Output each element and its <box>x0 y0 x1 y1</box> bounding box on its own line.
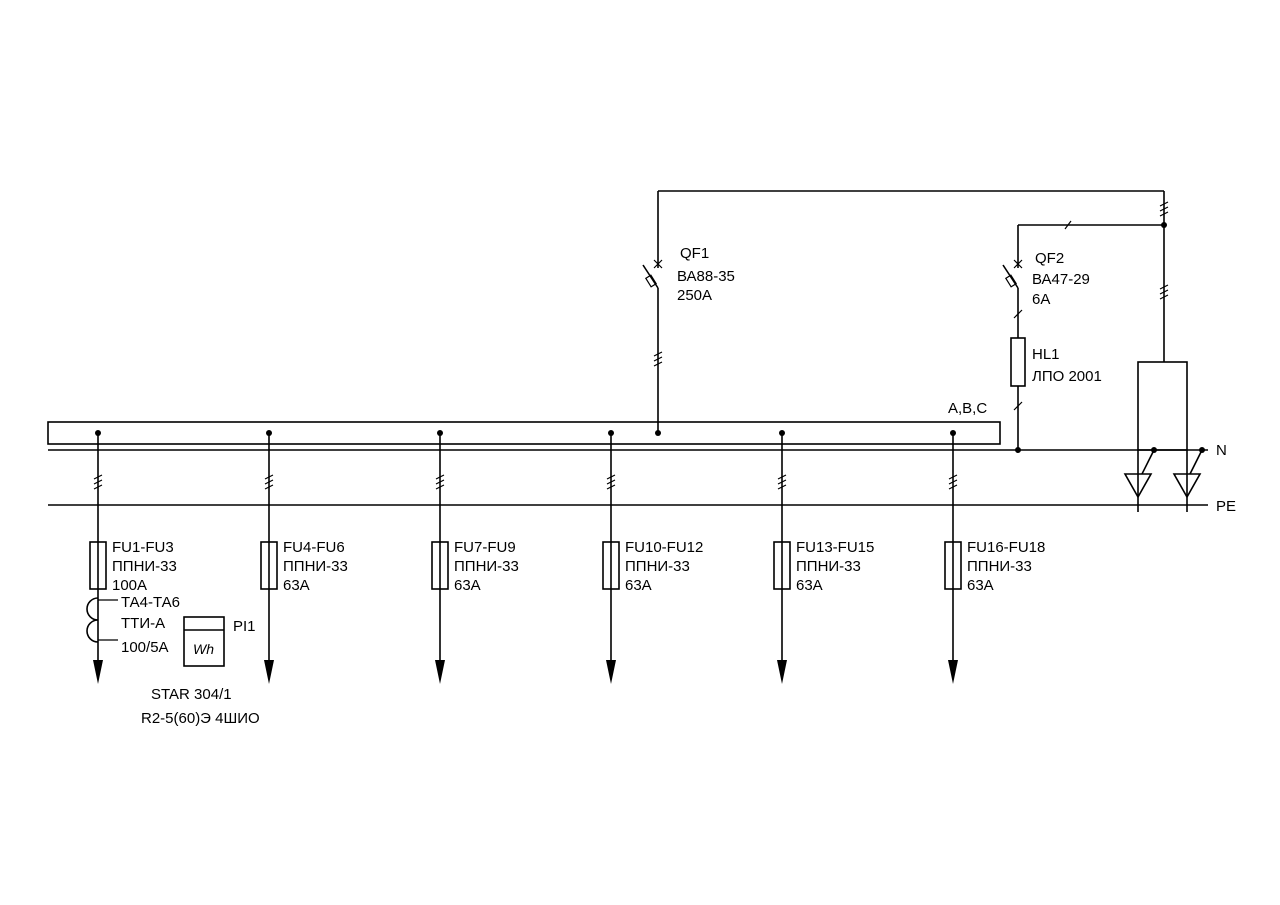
feeder-rating: 63А <box>454 577 481 594</box>
pe-label: PE <box>1216 498 1236 515</box>
feeder-rating: 63А <box>796 577 823 594</box>
three-phase-ticks <box>264 474 274 490</box>
fuse-symbol <box>260 541 278 590</box>
fuse-symbol <box>944 541 962 590</box>
feeder-fuses: FU16-FU18 <box>967 539 1045 556</box>
three-phase-ticks <box>777 474 787 490</box>
qf1-model: ВА88-35 <box>677 268 735 285</box>
feeder-rating: 100А <box>112 577 147 594</box>
meter-symbol: Wh <box>193 641 214 657</box>
feeder-fuses: FU1-FU3 <box>112 539 174 556</box>
feeder-rating: 63А <box>625 577 652 594</box>
feeder-fuses: FU7-FU9 <box>454 539 516 556</box>
surge-arresters <box>1123 361 1205 512</box>
ta-model: ТТИ-А <box>121 615 165 632</box>
busbar-label: A,B,C <box>948 400 987 417</box>
meter-spec: R2-5(60)Э 4ШИО <box>141 710 260 727</box>
feeder-arrow <box>777 660 787 684</box>
feeder-model: ППНИ-33 <box>625 558 690 575</box>
lamp-hl1 <box>1010 337 1026 387</box>
feeder-model: ППНИ-33 <box>283 558 348 575</box>
feeder-model: ППНИ-33 <box>112 558 177 575</box>
qf1-rating: 250А <box>677 287 712 304</box>
hl1-id: HL1 <box>1032 346 1060 363</box>
three-phase-ticks <box>948 474 958 490</box>
feeder-rating: 63А <box>967 577 994 594</box>
feeder-fuses: FU4-FU6 <box>283 539 345 556</box>
qf2-model: ВА47-29 <box>1032 271 1090 288</box>
neutral-label: N <box>1216 442 1227 459</box>
feeder-model: ППНИ-33 <box>796 558 861 575</box>
feeder-arrow <box>948 660 958 684</box>
qf2-id: QF2 <box>1035 250 1064 267</box>
meter-pi1 <box>183 616 225 667</box>
fuse-symbol <box>602 541 620 590</box>
feeder-model: ППНИ-33 <box>967 558 1032 575</box>
feeder-fuses: FU10-FU12 <box>625 539 703 556</box>
qf2-branch <box>1002 220 1164 453</box>
feeder-rating: 63А <box>283 577 310 594</box>
fuse-symbol <box>773 541 791 590</box>
hl1-model: ЛПО 2001 <box>1032 368 1102 385</box>
feeder-fuses: FU13-FU15 <box>796 539 874 556</box>
three-phase-ticks <box>606 474 616 490</box>
meter-id: PI1 <box>233 618 256 635</box>
feeder-arrow <box>606 660 616 684</box>
feeders-group: FU1-FU3ППНИ-33100АFU4-FU6ППНИ-3363АFU7-F… <box>89 430 1045 684</box>
current-transformer <box>86 597 118 643</box>
three-phase-ticks <box>93 474 103 490</box>
feeder-arrow <box>93 660 103 684</box>
ta-id: ТА4-ТА6 <box>121 594 180 611</box>
ta-ratio: 100/5А <box>121 639 169 656</box>
busbar-abc <box>47 421 1001 445</box>
qf1-id: QF1 <box>680 245 709 262</box>
feeder-model: ППНИ-33 <box>454 558 519 575</box>
feeder-arrow <box>264 660 274 684</box>
qf2-rating: 6А <box>1032 291 1050 308</box>
three-phase-ticks <box>435 474 445 490</box>
fuse-symbol <box>431 541 449 590</box>
meter-model: STAR 304/1 <box>151 686 232 703</box>
feeder-arrow <box>435 660 445 684</box>
qf1-branch <box>642 190 1169 436</box>
fuse-symbol <box>89 541 107 590</box>
